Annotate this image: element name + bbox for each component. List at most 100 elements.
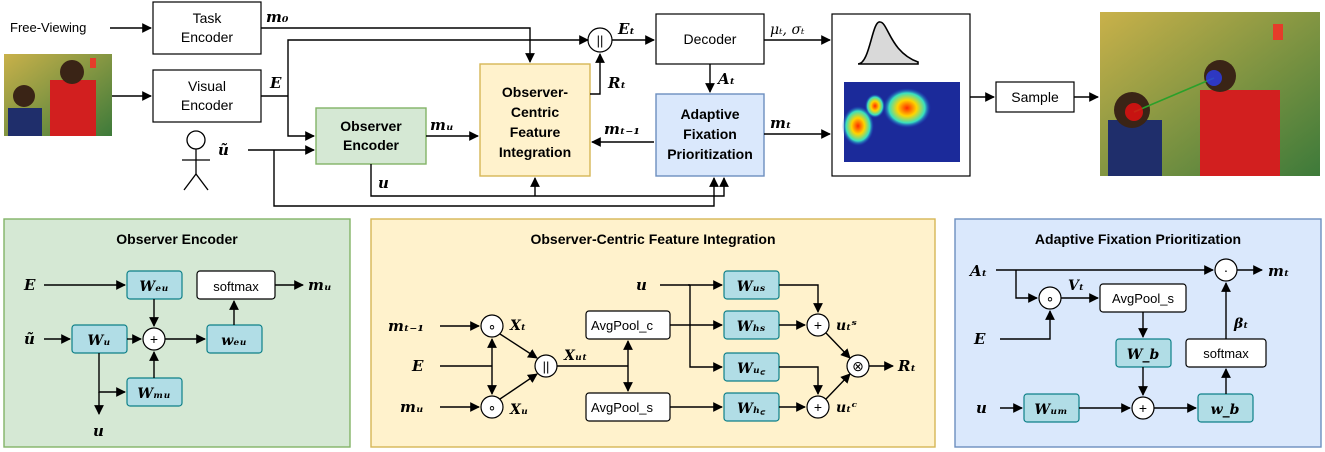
p2-label-u: u: [636, 276, 647, 294]
svg-text:∘: ∘: [488, 399, 497, 415]
svg-text:Wᵤ: Wᵤ: [87, 333, 110, 349]
task-encoder-line1: Task: [193, 10, 223, 26]
result-image: [1100, 12, 1320, 176]
free-viewing-label: Free-Viewing: [10, 20, 86, 35]
task-encoder-line2: Encoder: [181, 29, 233, 45]
p2-label-E: E: [411, 357, 424, 375]
node-avgpool-s2[interactable]: AvgPool_s: [1099, 283, 1187, 313]
node-avgpool-c[interactable]: AvgPool_c: [585, 310, 671, 340]
decoder-label: Decoder: [684, 31, 737, 47]
label-Rt: Rₜ: [607, 74, 626, 92]
node-softmax2[interactable]: softmax: [1185, 338, 1267, 368]
svg-text:wₑᵤ: wₑᵤ: [221, 333, 247, 349]
node-Whc[interactable]: Wₕ꜀: [723, 392, 780, 422]
svg-text:Wₕ꜀: Wₕ꜀: [737, 401, 766, 417]
fixation-prioritization-box[interactable]: Adaptive Fixation Prioritization: [655, 93, 765, 177]
task-encoder-box[interactable]: Task Encoder: [152, 1, 262, 55]
concat-node: ||: [587, 27, 613, 53]
p3-label-At: Aₜ: [968, 262, 987, 280]
node-circ-top: ∘: [480, 314, 504, 338]
observer-encoder-line2: Encoder: [343, 137, 400, 153]
p2-label-utc: uₜᶜ: [836, 400, 857, 416]
fixation-line2: Fixation: [683, 126, 737, 142]
visual-encoder-box[interactable]: Visual Encoder: [152, 69, 262, 123]
label-At: Aₜ: [716, 70, 735, 88]
fixation-line1: Adaptive: [680, 106, 739, 122]
input-image: [4, 54, 112, 136]
label-mt1: mₜ₋₁: [604, 120, 640, 138]
p1-label-utilde: ũ: [24, 330, 35, 348]
node-Wum[interactable]: Wᵤₘ: [1023, 393, 1080, 423]
label-m0: m₀: [266, 8, 289, 26]
node-softmax[interactable]: softmax: [196, 270, 276, 300]
node-otimes: ⊗: [846, 354, 870, 378]
svg-text:+: +: [1139, 400, 1147, 416]
p3-label-u: u: [976, 399, 987, 417]
observer-encoder-panel: Observer Encoder Wₑᵤ softmax Wᵤ + wₑᵤ Wₘ…: [3, 218, 351, 448]
svg-text:AvgPool_s: AvgPool_s: [1112, 291, 1174, 306]
node-Wmu[interactable]: Wₘᵤ: [126, 377, 183, 407]
label-Et: Eₜ: [617, 20, 635, 38]
p2-label-Rt: Rₜ: [897, 357, 916, 375]
svg-text:Wᵤ꜀: Wᵤ꜀: [737, 361, 766, 377]
label-u: u: [378, 174, 389, 192]
p3-label-beta: βₜ: [1233, 316, 1249, 332]
label-mt: mₜ: [770, 114, 791, 132]
observer-encoder-line1: Observer: [340, 118, 402, 134]
p2-label-mt1: mₜ₋₁: [388, 317, 424, 335]
svg-text:W_b: W_b: [1127, 347, 1160, 363]
p2-label-uts: uₜˢ: [836, 318, 857, 334]
decoder-box[interactable]: Decoder: [655, 13, 765, 65]
svg-text:⊗: ⊗: [852, 358, 864, 374]
svg-text:Wᵤₛ: Wᵤₛ: [737, 279, 766, 295]
p1-label-E: E: [23, 276, 36, 294]
label-mu: mᵤ: [430, 116, 454, 134]
node-circ-bottom: ∘: [480, 395, 504, 419]
node-plus-c: +: [806, 395, 830, 419]
feature-integration-panel: Observer-Centric Feature Integration ∘ ∘…: [370, 218, 936, 448]
node-wb[interactable]: w_b: [1197, 393, 1254, 423]
svg-text:Wₘᵤ: Wₘᵤ: [137, 386, 170, 402]
node-plus-s: +: [806, 313, 830, 337]
svg-text:Wₕₛ: Wₕₛ: [737, 319, 766, 335]
node-concat: ||: [534, 354, 558, 378]
svg-text:AvgPool_s: AvgPool_s: [591, 400, 653, 415]
svg-text:·: ·: [1224, 262, 1229, 278]
svg-text:+: +: [150, 331, 158, 347]
svg-text:Wᵤₘ: Wᵤₘ: [1034, 402, 1067, 418]
node-Weu[interactable]: Wₑᵤ: [126, 270, 183, 300]
fixation-line3: Prioritization: [667, 146, 753, 162]
observer-person-icon: [182, 130, 210, 191]
p3-label-mt: mₜ: [1268, 262, 1289, 280]
p2-label-Xt: Xₜ: [509, 318, 526, 334]
node-dot: ·: [1214, 258, 1238, 282]
svg-text:+: +: [814, 317, 822, 333]
svg-text:∘: ∘: [1046, 290, 1055, 306]
sample-box[interactable]: Sample: [995, 81, 1075, 113]
svg-text:Wₑᵤ: Wₑᵤ: [139, 279, 168, 295]
svg-text:AvgPool_c: AvgPool_c: [591, 318, 653, 333]
node-Whs[interactable]: Wₕₛ: [723, 310, 780, 340]
panel3-title: Adaptive Fixation Prioritization: [1035, 231, 1241, 247]
node-plus3: +: [1131, 396, 1155, 420]
node-weu[interactable]: wₑᵤ: [206, 324, 263, 354]
panel1-title: Observer Encoder: [116, 231, 238, 247]
top-connections: [110, 23, 1099, 207]
node-Wuc[interactable]: Wᵤ꜀: [723, 352, 780, 382]
label-mu-sigma: μₜ, σₜ: [770, 22, 805, 38]
svg-text:||: ||: [543, 359, 550, 374]
node-avgpool-s[interactable]: AvgPool_s: [585, 392, 671, 422]
feature-integration-box[interactable]: Observer- Centric Feature Integration: [479, 63, 591, 177]
svg-text:w_b: w_b: [1211, 402, 1240, 418]
feature-integration-line2: Centric: [511, 104, 559, 120]
p3-label-E: E: [973, 330, 986, 348]
visual-encoder-line1: Visual: [188, 78, 226, 94]
observer-encoder-box[interactable]: Observer Encoder: [315, 107, 427, 165]
p2-label-Xu: Xᵤ: [509, 402, 528, 418]
node-Wu[interactable]: Wᵤ: [71, 324, 128, 354]
output-distribution-panel: [831, 13, 971, 177]
node-Wb[interactable]: W_b: [1115, 338, 1172, 368]
node-circ: ∘: [1038, 286, 1062, 310]
node-Wus[interactable]: Wᵤₛ: [723, 270, 780, 300]
